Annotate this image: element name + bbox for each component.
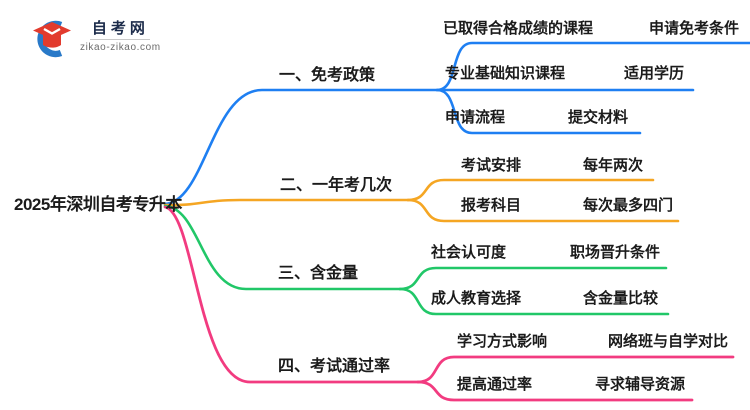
branch4-child2-line <box>416 380 694 402</box>
logo-divider <box>90 39 151 40</box>
branch3-child1-line <box>398 266 668 291</box>
branch1-child3-line <box>435 88 642 135</box>
branch2-topic: 二、一年考几次 <box>280 177 393 194</box>
branch2-child2-topic: 报考科目 <box>461 197 522 214</box>
branch3-child2-topic: 成人教育选择 <box>431 290 522 307</box>
branch2-child1-line <box>406 178 655 202</box>
branch1-main-line <box>163 88 695 206</box>
site-name: 自考网 <box>91 20 149 37</box>
branch1-child2-topic: 专业基础知识课程 <box>445 65 566 82</box>
branch1-child1-topic: 已取得合格成绩的课程 <box>443 20 594 37</box>
root-topic: 2025年深圳自考专升本 <box>14 195 182 214</box>
branch1-child1-line <box>435 41 750 92</box>
branch2-child2-line <box>406 198 680 223</box>
branch1-child3-subtopic: 提交材料 <box>568 109 629 126</box>
branch4-child2-topic: 提高通过率 <box>457 376 533 393</box>
branch1-child1-subtopic: 申请免考条件 <box>649 20 740 37</box>
branch4-main-line <box>163 205 420 384</box>
branch4-child1-subtopic: 网络班与自学对比 <box>608 333 729 350</box>
site-url: zikao-zikao.com <box>80 42 161 53</box>
branch3-topic: 三、含金量 <box>278 265 359 282</box>
site-logo: 自考网 zikao-zikao.com <box>28 20 161 58</box>
branch4-child2-subtopic: 寻求辅导资源 <box>595 376 686 393</box>
branch4-topic: 四、考试通过率 <box>278 358 391 375</box>
branch2-child1-subtopic: 每年两次 <box>583 157 644 174</box>
graduation-cap-icon <box>33 20 71 58</box>
branch2-child1-topic: 考试安排 <box>461 157 522 174</box>
branch3-main-line <box>163 204 402 291</box>
branch3-child1-subtopic: 职场晋升条件 <box>570 244 661 261</box>
branch3-child2-subtopic: 含金量比较 <box>583 290 659 307</box>
branch4-child1-topic: 学习方式影响 <box>457 333 548 350</box>
branch4-child1-line <box>416 355 735 384</box>
branch1-topic: 一、免考政策 <box>279 67 376 84</box>
branch1-child2-subtopic: 适用学历 <box>624 65 685 82</box>
branch1-child3-topic: 申请流程 <box>445 109 506 126</box>
branch3-child2-line <box>398 287 670 316</box>
branch2-main-line <box>163 198 410 207</box>
branch2-child2-subtopic: 每次最多四门 <box>583 197 674 214</box>
branch3-child1-topic: 社会认可度 <box>431 244 507 261</box>
